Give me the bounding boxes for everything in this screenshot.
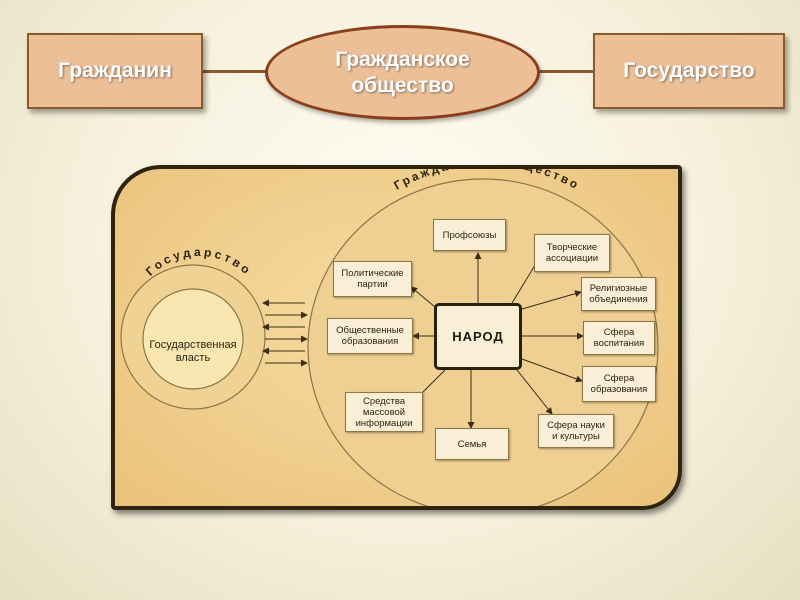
state-box: Государство: [593, 33, 785, 109]
node-public-organizations: Общественные образования: [327, 318, 413, 354]
connector-society-state: [536, 70, 594, 73]
node-mass-media: Средства массовой информации: [345, 392, 423, 432]
state-label: Государство: [623, 59, 755, 82]
arrow-to-religious: [521, 290, 582, 310]
node-family: Семья: [435, 428, 509, 460]
node-upbringing: Сфера воспитания: [583, 321, 655, 355]
government-power-label: Государственная власть: [149, 339, 237, 364]
node-political-parties: Политические партии: [333, 261, 412, 297]
node-science-culture: Сфера науки и культуры: [538, 414, 614, 448]
node-people-center: НАРОД: [434, 303, 522, 370]
arrow-to-political: [410, 286, 436, 308]
state-inner-circle: [142, 288, 244, 390]
citizen-box: Гражданин: [27, 33, 203, 109]
connector-citizen-society: [203, 70, 269, 73]
citizen-label: Гражданин: [58, 59, 172, 82]
arrow-to-education: [521, 358, 583, 383]
node-trade-unions: Профсоюзы: [433, 219, 506, 251]
node-religious-associations: Религиозные объединения: [581, 277, 656, 311]
diagram-panel: Государство Гражданское общество Государ…: [111, 165, 682, 510]
node-creative-associations: Творческие ассоциации: [534, 234, 610, 272]
civil-society-ellipse: Гражданское общество: [265, 25, 540, 120]
node-education: Сфера образования: [582, 366, 656, 402]
arrow-to-science: [516, 369, 553, 415]
civil-society-label: Гражданское общество: [335, 47, 470, 97]
